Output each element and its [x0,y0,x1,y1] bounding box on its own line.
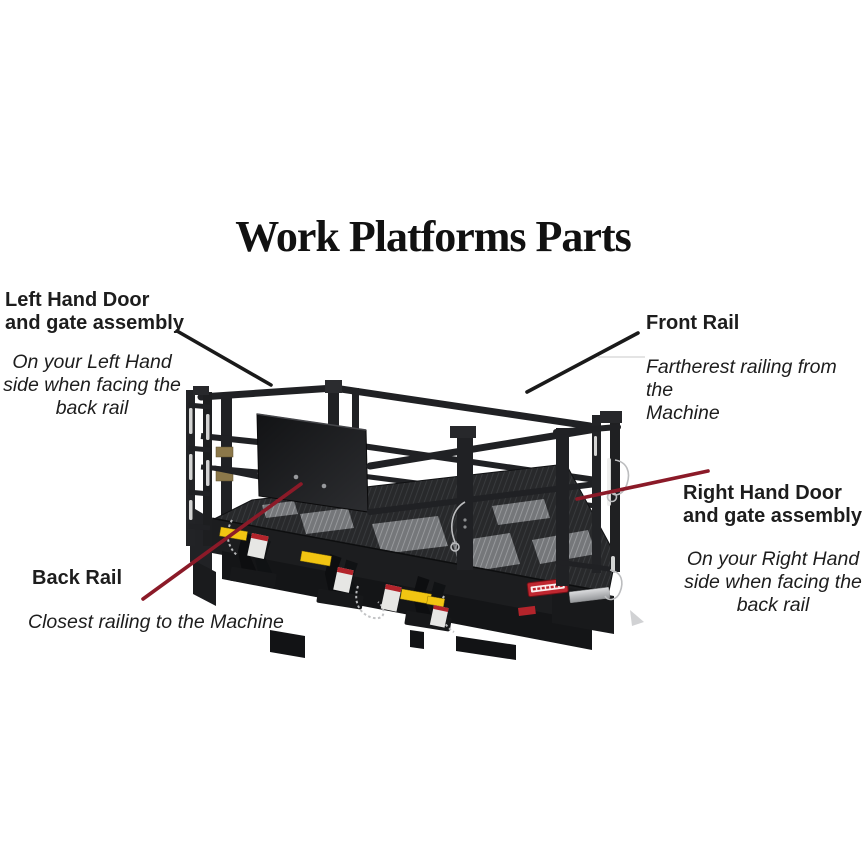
desc-right-hand-door: On your Right Hand side when facing the … [680,548,866,617]
left-hand-door-panel [256,413,369,513]
label-right-hand-door-line1: Right Hand Door [683,482,842,504]
label-left-hand-door-line1: Left Hand Door [5,289,150,311]
label-right-hand-door: Right Hand Door and gate assembly [683,482,862,528]
safety-chain [355,585,385,620]
pointer-artifact [630,610,644,626]
door-hinge [215,446,234,458]
desc-back-rail: Closest railing to the Machine [28,611,318,634]
front-rail-leader-line [525,331,640,394]
lanyard-clip [450,542,460,552]
left-door-leader-line [175,329,273,387]
safety-chain [226,519,239,557]
desc-right-hand-door-line3: back rail [736,594,810,616]
page-title: Work Platforms Parts [235,212,631,261]
lanyard-cable [604,569,623,601]
small-red-label [518,605,536,616]
desc-right-hand-door-line1: On your Right Hand [686,548,860,570]
right-door-leader-line [575,469,710,501]
label-left-hand-door: Left Hand Door and gate assembly [5,289,184,335]
label-back-rail-text: Back Rail [32,567,123,589]
label-front-rail-text: Front Rail [646,312,740,334]
left-end-frame [186,386,212,546]
desc-left-hand-door-line1: On your Left Hand [12,351,172,373]
desc-left-hand-door: On your Left Hand side when facing the b… [2,351,182,420]
lanyard-cable [451,501,466,543]
desc-front-rail: Fartherest railing from the Machine [646,356,866,425]
base-frame [190,506,614,660]
label-front-rail: Front Rail [646,312,739,335]
back-rail-leader-line [141,482,303,601]
desc-right-hand-door-line2: side when facing the [684,571,862,593]
desc-back-rail-line1: Closest railing to the Machine [28,611,284,633]
label-back-rail: Back Rail [32,567,122,590]
gate-post [457,430,473,570]
silver-plate [568,586,611,604]
desc-front-rail-line2: Machine [646,402,720,424]
desc-left-hand-door-line3: back rail [55,397,129,419]
right-end-frame [553,411,630,601]
label-right-hand-door-line2: and gate assembly [683,505,862,527]
warning-placard [247,533,449,628]
desc-front-rail-line1: Fartherest railing from the [646,356,837,401]
desc-left-hand-door-line2: side when facing the [3,374,181,396]
label-left-hand-door-line2: and gate assembly [5,312,184,334]
